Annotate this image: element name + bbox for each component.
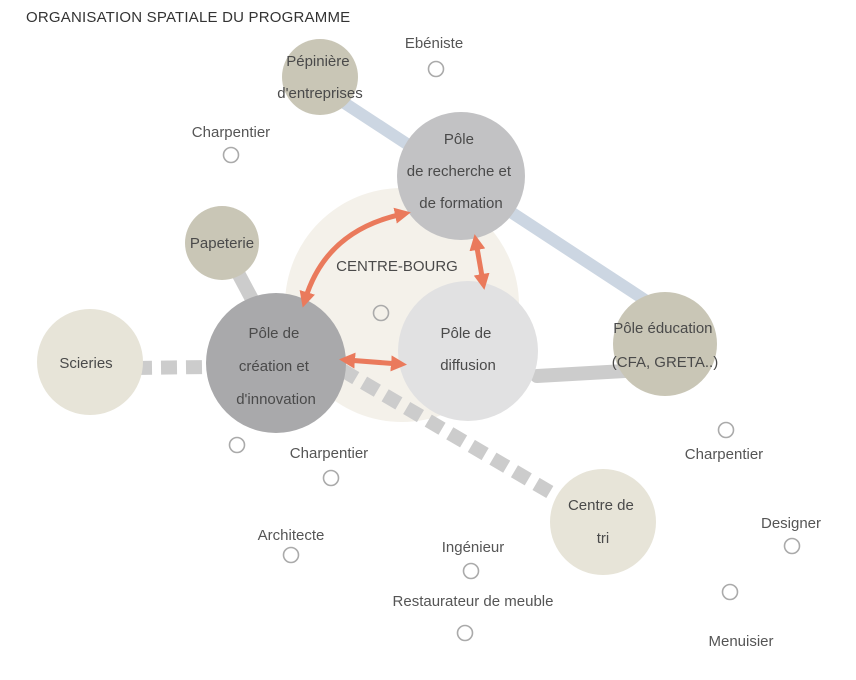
- diagram-title: ORGANISATION SPATIALE DU PROGRAMME: [26, 9, 350, 26]
- node-papeterie: [185, 206, 259, 280]
- actor-architecte-marker: [282, 546, 300, 564]
- node-diffusion: [398, 281, 538, 421]
- arrow-recherche-creation: [299, 207, 411, 308]
- actor-creation-marker: [228, 436, 246, 454]
- link-diffusion-education: [530, 364, 632, 383]
- centre-bourg-marker: [372, 304, 390, 322]
- node-papeterie-label: Papeterie: [190, 235, 254, 252]
- actor-charpentier-1-label: Charpentier: [192, 124, 270, 141]
- arrow-recherche-diffusion: [469, 234, 490, 290]
- actor-menuisier-marker: [721, 583, 739, 601]
- node-creation: [206, 293, 346, 433]
- actor-architecte-label: Architecte: [258, 527, 325, 544]
- actor-ebeniste-label: Ebéniste: [405, 35, 463, 52]
- node-recherche-label: Pôle de recherche et de formation: [407, 131, 515, 212]
- node-diffusion-label: Pôle de diffusion: [440, 325, 496, 374]
- actor-charpentier-1-marker: [222, 146, 240, 164]
- node-recherche: [397, 112, 525, 240]
- actor-menuisier-label: Menuisier: [708, 633, 773, 650]
- node-education-label: Pôle éducation (CFA, GRETA..): [612, 320, 718, 371]
- actor-charpentier-3-label: Charpentier: [685, 446, 763, 463]
- node-scieries: [37, 309, 143, 415]
- node-pepiniere: [282, 39, 358, 115]
- actor-charpentier-3-marker: [717, 421, 735, 439]
- node-scieries-label: Scieries: [59, 355, 112, 372]
- node-tri: [550, 469, 656, 575]
- actor-designer-label: Designer: [761, 515, 821, 532]
- node-pepiniere-label: Pépinière d'entreprises: [277, 53, 362, 102]
- link-creation-tri: [338, 363, 564, 505]
- node-tri-label: Centre de tri: [568, 497, 638, 547]
- node-education: [613, 292, 717, 396]
- node-creation-label: Pôle de création et d'innovation: [236, 325, 316, 408]
- actor-ingenieur-label: Ingénieur: [442, 539, 505, 556]
- actor-charpentier-2-label: Charpentier: [290, 445, 368, 462]
- actor-designer-marker: [783, 537, 801, 555]
- actor-charpentier-2-marker: [322, 469, 340, 487]
- actor-restaurateur-label: Restaurateur de meuble: [393, 593, 554, 610]
- centre-bourg-label: CENTRE-BOURG: [336, 258, 458, 275]
- link-scieries-creation: [135, 360, 209, 375]
- actor-restaurateur-marker: [456, 624, 474, 642]
- actor-ebeniste-marker: [427, 60, 445, 78]
- arrow-creation-diffusion: [339, 352, 407, 372]
- actor-ingenieur-marker: [462, 562, 480, 580]
